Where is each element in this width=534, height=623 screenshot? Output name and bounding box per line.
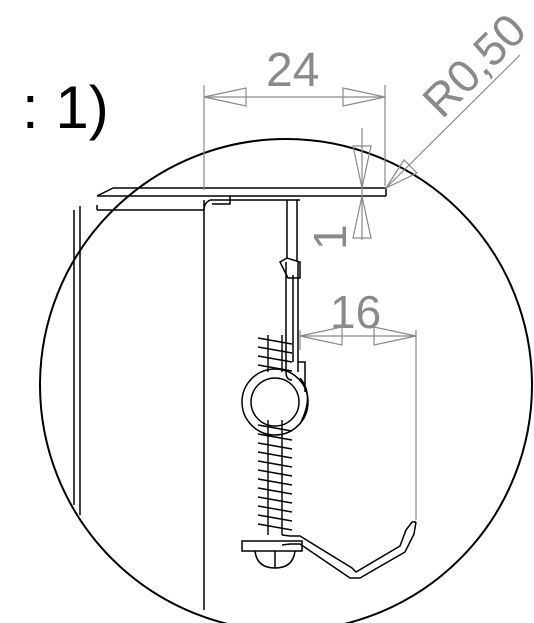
dimension-16 [299, 326, 417, 520]
top-plate [96, 187, 387, 201]
screw [257, 335, 293, 535]
dimension-1-label: 1 [304, 224, 356, 250]
detail-circle [39, 138, 533, 623]
scale-label: : 1) [22, 74, 109, 141]
hanger-bracket [203, 196, 306, 392]
hook-ring [241, 368, 309, 436]
wall-panel [73, 200, 205, 610]
dimension-1 [352, 128, 372, 240]
dimension-24-label: 24 [266, 44, 319, 97]
screw-head-and-hook [241, 521, 417, 579]
dimension-16-label: 16 [330, 286, 381, 338]
dimension-radius-label: R0,50 [412, 4, 534, 128]
dimension-radius [384, 54, 521, 190]
dimension-24 [203, 85, 386, 190]
